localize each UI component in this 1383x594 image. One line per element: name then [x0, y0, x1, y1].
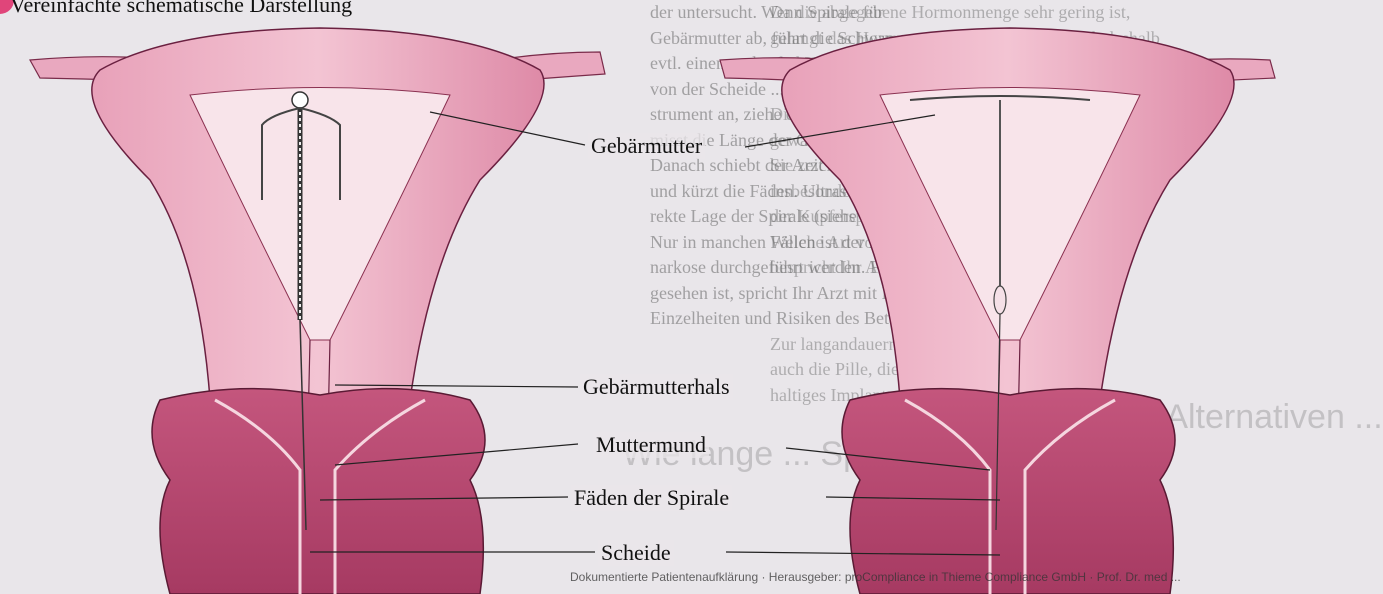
label-uterus: Gebärmutter — [588, 133, 705, 159]
uterus-left — [30, 28, 605, 594]
uterus-right — [720, 28, 1275, 594]
label-cervix: Gebärmutterhals — [580, 374, 733, 400]
label-os: Muttermund — [593, 432, 709, 458]
label-vagina: Scheide — [598, 540, 674, 566]
page-footer: Dokumentierte Patientenaufklärung · Hera… — [570, 570, 1181, 584]
label-threads: Fäden der Spirale — [571, 485, 732, 511]
